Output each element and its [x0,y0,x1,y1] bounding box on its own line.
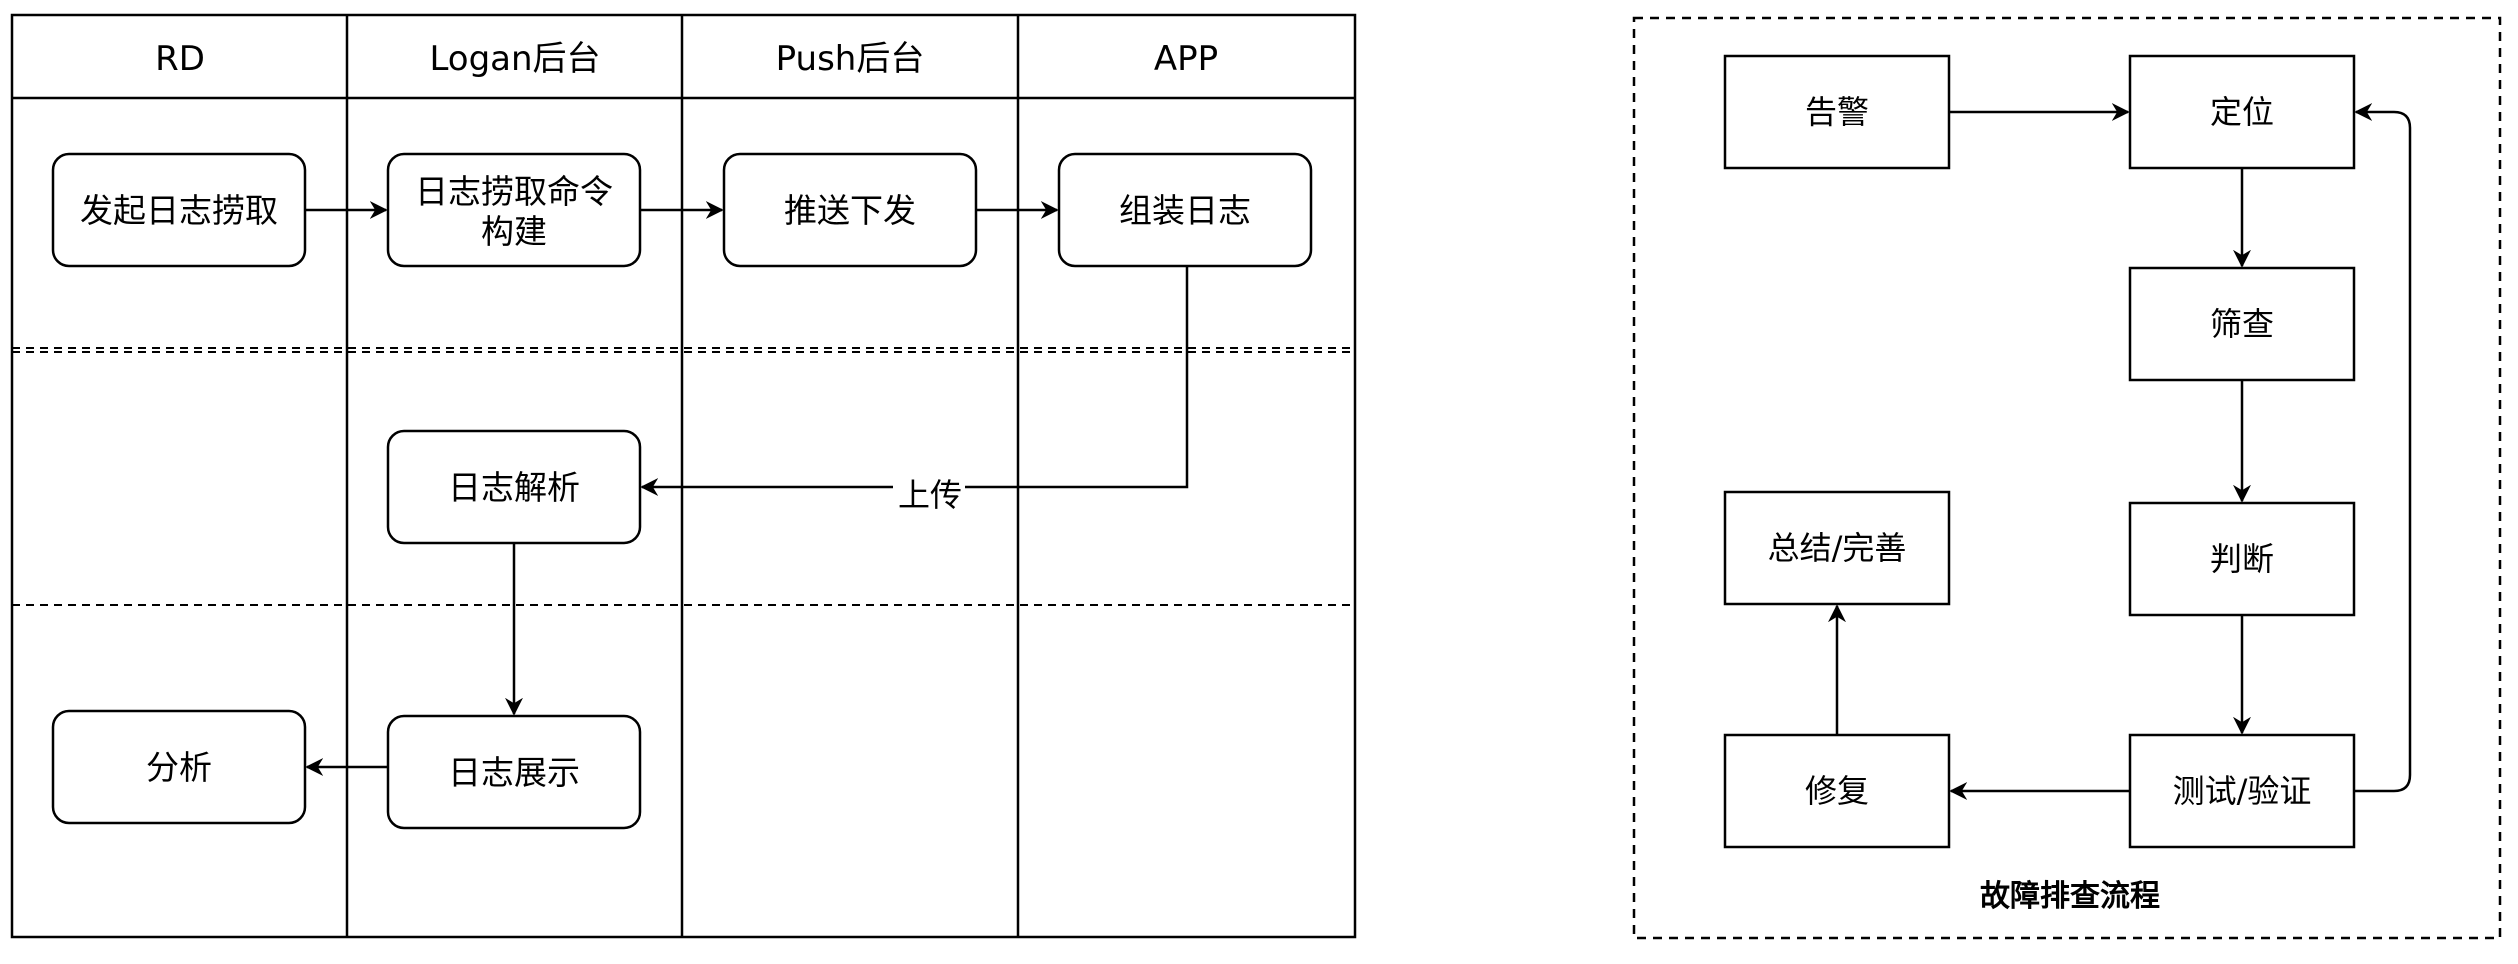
node-screen-box [2128,266,2356,382]
node-assemble: 组装日志 [1057,152,1313,268]
node-judge: 判断 [2128,501,2356,617]
node-test: 测试/验证 [2128,733,2356,849]
node-locate-box [2128,54,2356,170]
node-repair: 修复 [1723,733,1951,849]
node-test-label: 测试/验证 [2173,772,2312,810]
node-alert-label: 告警 [1805,93,1869,131]
node-locate-label: 定位 [2210,93,2274,131]
lane-header-logan: Logan后台 [429,39,600,79]
node-judge-label: 判断 [2210,540,2274,578]
lane-header-app: APP [1154,39,1218,79]
node-test-box [2128,733,2356,849]
troubleshooting-frame [1632,16,2502,940]
node-screen: 筛查 [2128,266,2356,382]
node-summary: 总结/完善 [1723,490,1951,606]
node-push-label: 推送下发 [784,191,916,230]
node-push: 推送下发 [722,152,978,268]
node-summary-label: 总结/完善 [1768,529,1907,567]
node-initiate: 发起日志捞取 [51,152,307,268]
node-display-box [386,714,642,830]
node-analyze-label: 分析 [146,748,212,787]
node-locate: 定位 [2128,54,2356,170]
node-alert: 告警 [1723,54,1951,170]
node-parse-label: 日志解析 [448,468,580,507]
node-judge-box [2128,501,2356,617]
lane-header-push: Push后台 [776,39,925,79]
edge-label-bg [893,470,965,512]
node-display-label: 日志展示 [448,753,580,792]
node-repair-box [1723,733,1951,849]
edge-label-upload: 上传 [898,476,962,514]
node-analyze: 分析 [51,709,307,825]
edge-test-to-locate-loop [2354,103,2412,793]
node-parse: 日志解析 [386,429,642,545]
lane-header-rd: RD [155,39,205,79]
node-repair-label: 修复 [1805,772,1869,810]
node-screen-label: 筛查 [2210,305,2274,343]
node-assemble-label: 组装日志 [1119,191,1251,230]
node-analyze-box [51,709,307,825]
edge-assemble-to-parse [640,266,1189,496]
node-summary-box [1723,490,1951,606]
swimlane-diagram: RD Logan后台 Push后台 APP 发起日志捞取 日志捞取命令 构建 推… [10,13,1357,939]
node-initiate-label: 发起日志捞取 [80,191,278,230]
node-assemble-box [1057,152,1313,268]
node-build-label-line2: 构建 [481,212,547,251]
node-alert-box [1723,54,1951,170]
node-build-label-line1: 日志捞取命令 [415,172,613,211]
swimlane-frame [10,13,1357,939]
node-build: 日志捞取命令 构建 [386,152,642,268]
troubleshooting-title: 故障排查流程 [1980,879,2160,914]
troubleshooting-diagram: 告警 定位 筛查 判断 测试/验证 修复 总结/完善 [1632,16,2502,940]
node-display: 日志展示 [386,714,642,830]
